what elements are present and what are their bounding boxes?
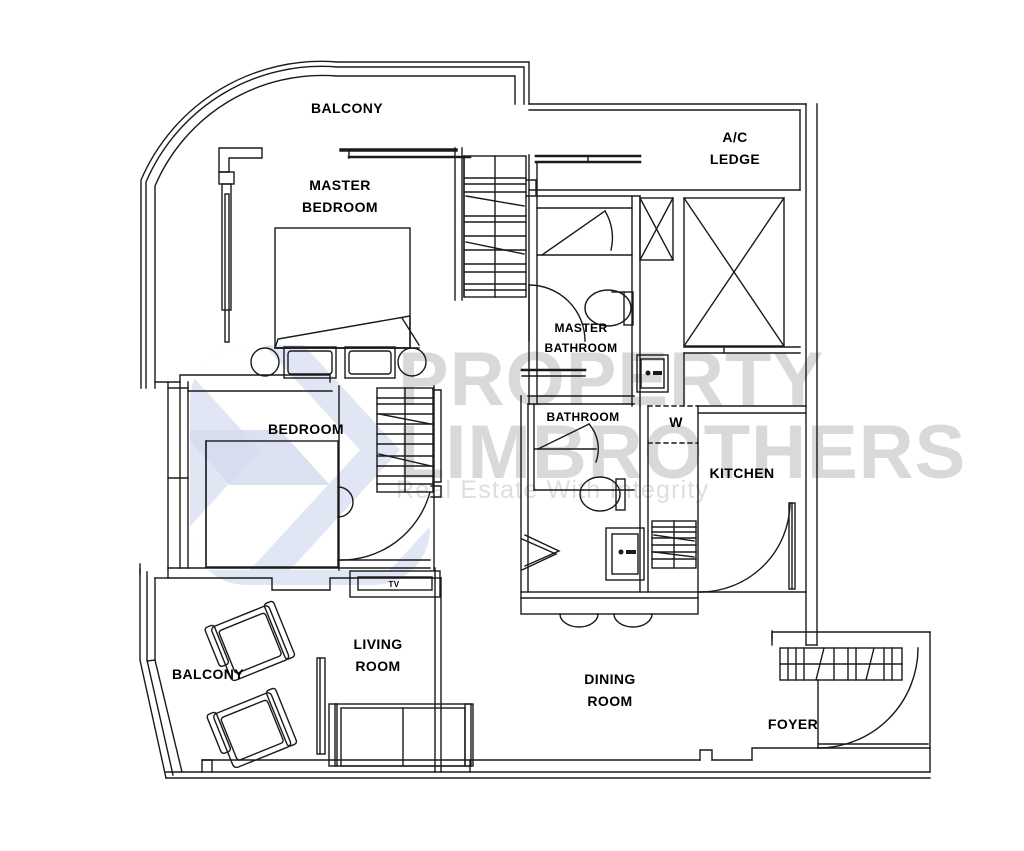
room-label-bedroom: BEDROOM (268, 421, 344, 437)
foyer-walls (751, 630, 931, 773)
ac-ledge-condenser-2 (639, 197, 674, 261)
svg-text:ROOM: ROOM (587, 693, 632, 709)
room-label-kitchen: KITCHEN (709, 465, 774, 481)
svg-text:MASTER: MASTER (309, 177, 371, 193)
svg-text:BATHROOM: BATHROOM (547, 410, 620, 424)
tv-marker: TV (388, 580, 399, 589)
bath-shower-fold-door (521, 534, 561, 571)
room-label-balcony-master: BALCONY (311, 100, 383, 116)
kitchen-counter (520, 591, 699, 615)
svg-text:BEDROOM: BEDROOM (268, 421, 344, 437)
master-dresser (218, 147, 263, 343)
propertylimbrothers-logo (190, 345, 430, 585)
svg-text:KITCHEN: KITCHEN (709, 465, 774, 481)
balcony-armchair-1 (204, 600, 296, 682)
tv-console (349, 570, 441, 598)
ac-ledge-walls (528, 103, 818, 646)
ac-ledge-lower-wall (683, 346, 801, 407)
room-label-ac-ledge: A/C LEDGE (710, 129, 760, 167)
bedroom-wardrobe (376, 387, 442, 493)
master-bedroom-walls (179, 147, 472, 383)
master-bathroom-walls (528, 154, 642, 407)
watermark-brand-line1: PROPERTY (398, 337, 824, 422)
room-label-living-room: LIVING ROOM (353, 636, 402, 674)
utility-shaft (639, 405, 699, 593)
master-bedside-table-left (250, 346, 337, 379)
bedroom-door (337, 485, 442, 561)
room-label-foyer: FOYER (768, 716, 818, 732)
svg-text:LEDGE: LEDGE (710, 151, 760, 167)
svg-text:LIVING: LIVING (353, 636, 402, 652)
sofa (328, 703, 474, 767)
svg-text:BALCONY: BALCONY (172, 666, 244, 682)
dining-stools (559, 613, 653, 628)
master-bath-basin (636, 354, 669, 393)
bathroom-walls (520, 395, 635, 593)
room-label-master-bedroom: MASTER BEDROOM (302, 177, 378, 215)
washer-marker: W (669, 414, 683, 430)
room-label-balcony-living: BALCONY (172, 666, 244, 682)
watermark-group: PROPERTY LIMBROTHERS Real Estate With In… (190, 337, 966, 585)
master-bedside-table-right (344, 346, 427, 379)
living-balcony-divider (316, 657, 326, 755)
living-room-walls (154, 567, 436, 591)
svg-text:FOYER: FOYER (768, 716, 818, 732)
svg-text:ROOM: ROOM (355, 658, 400, 674)
architecture-linework (139, 60, 931, 779)
svg-text:BALCONY: BALCONY (311, 100, 383, 116)
bath-wc (579, 476, 626, 512)
bedroom-bed (205, 440, 354, 568)
annotation-labels: W TV (388, 414, 683, 589)
svg-text:DINING: DINING (584, 671, 635, 687)
living-balcony-walls (139, 568, 931, 779)
svg-text:BEDROOM: BEDROOM (302, 199, 378, 215)
bath-basin (605, 527, 645, 581)
master-wardrobe (463, 155, 537, 298)
balcony-armchair-2 (206, 687, 298, 769)
bedroom-walls (139, 381, 435, 575)
entrance-door (817, 647, 929, 749)
master-bed (274, 227, 420, 349)
room-label-dining-room: DINING ROOM (584, 671, 635, 709)
room-label-master-bathroom: MASTER BATHROOM (545, 321, 618, 355)
kitchen-walls (697, 405, 807, 593)
room-label-bathroom: BATHROOM (547, 410, 620, 424)
foyer-shoe-cabinet (779, 647, 903, 681)
svg-text:A/C: A/C (722, 129, 747, 145)
ac-ledge-condenser-1 (683, 197, 785, 347)
watermark-brand-line2: LIMBROTHERS (398, 410, 966, 495)
svg-text:MASTER: MASTER (554, 321, 607, 335)
room-labels: BALCONY MASTER BEDROOM A/C LEDGE MASTER … (172, 100, 818, 732)
svg-text:BATHROOM: BATHROOM (545, 341, 618, 355)
master-bath-door (520, 284, 587, 377)
master-bath-wc (584, 289, 634, 327)
dining-room-walls (201, 577, 753, 773)
kitchen-door (699, 502, 796, 593)
